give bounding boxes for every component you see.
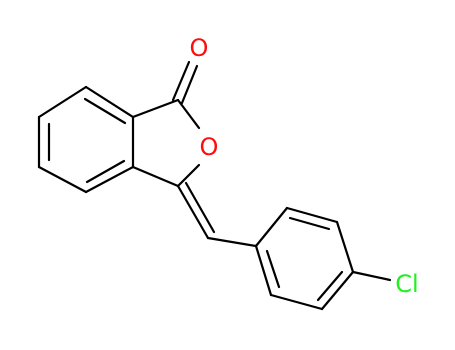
carbonyl-oxygen-label: O (190, 34, 209, 62)
bond (288, 216, 331, 231)
bond (206, 236, 258, 248)
bond (176, 163, 201, 188)
bond (131, 98, 180, 119)
bond (265, 249, 281, 289)
bond (176, 98, 201, 130)
bond (254, 244, 273, 297)
benzo-ring (37, 85, 135, 194)
bond (85, 159, 126, 184)
bond (84, 85, 135, 119)
bond (269, 293, 324, 311)
carbonyl-double-bond (171, 60, 199, 105)
bond (285, 206, 339, 224)
bond (351, 270, 392, 282)
chlorine-label: Cl (395, 270, 418, 298)
bond (176, 184, 210, 240)
bond (171, 60, 191, 102)
bond (335, 220, 355, 274)
bond (254, 206, 289, 248)
lactone-ring (131, 98, 201, 188)
bond (184, 181, 216, 234)
bond (37, 85, 88, 119)
ring-oxygen-label: O (200, 133, 219, 161)
bond (320, 270, 355, 311)
chlorophenyl-ring (254, 206, 355, 311)
bond (180, 64, 199, 105)
bond (83, 97, 127, 125)
bond (316, 270, 344, 302)
bond (37, 165, 88, 194)
exocyclic-double-bond (176, 181, 216, 240)
bond (84, 165, 135, 194)
bond (131, 165, 180, 188)
